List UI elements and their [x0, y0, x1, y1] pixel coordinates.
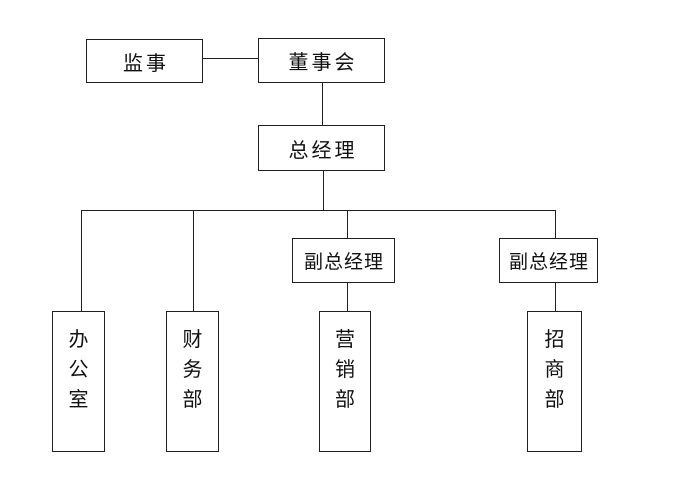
connector-deputy-gm-right-investment — [555, 283, 556, 311]
node-marketing-dept: 营 销 部 — [319, 311, 371, 452]
connector-bus-deputy-gm-right — [555, 210, 556, 238]
connector-general-manager-bus — [323, 171, 324, 210]
connector-deputy-gm-left-marketing — [347, 283, 348, 311]
node-supervisor-label: 监事 — [123, 52, 169, 75]
node-office-label: 办 公 室 — [68, 329, 89, 411]
connector-bus-horizontal — [81, 210, 556, 211]
connector-bus-deputy-gm-left — [347, 210, 348, 238]
connector-bus-finance — [193, 210, 194, 311]
node-deputy-gm-left-label: 副总经理 — [303, 252, 384, 273]
node-finance-label: 财 务 部 — [182, 329, 203, 411]
connector-board-general-manager — [322, 83, 323, 125]
connector-bus-office — [81, 210, 82, 311]
node-board-of-directors: 董事会 — [258, 38, 385, 83]
node-deputy-gm-right: 副总经理 — [499, 238, 598, 283]
node-investment-dept: 招 商 部 — [527, 311, 582, 452]
node-supervisor: 监事 — [86, 39, 203, 83]
node-deputy-gm-left: 副总经理 — [292, 238, 395, 283]
node-finance-dept: 财 务 部 — [166, 311, 219, 452]
node-deputy-gm-right-label: 副总经理 — [508, 252, 589, 273]
node-general-manager-label: 总经理 — [288, 139, 358, 162]
node-investment-label: 招 商 部 — [544, 329, 565, 411]
connector-supervisor-board — [203, 58, 258, 59]
node-office: 办 公 室 — [52, 311, 105, 452]
node-board-label: 董事会 — [288, 52, 358, 74]
node-general-manager: 总经理 — [258, 125, 385, 171]
node-marketing-label: 营 销 部 — [335, 329, 355, 411]
